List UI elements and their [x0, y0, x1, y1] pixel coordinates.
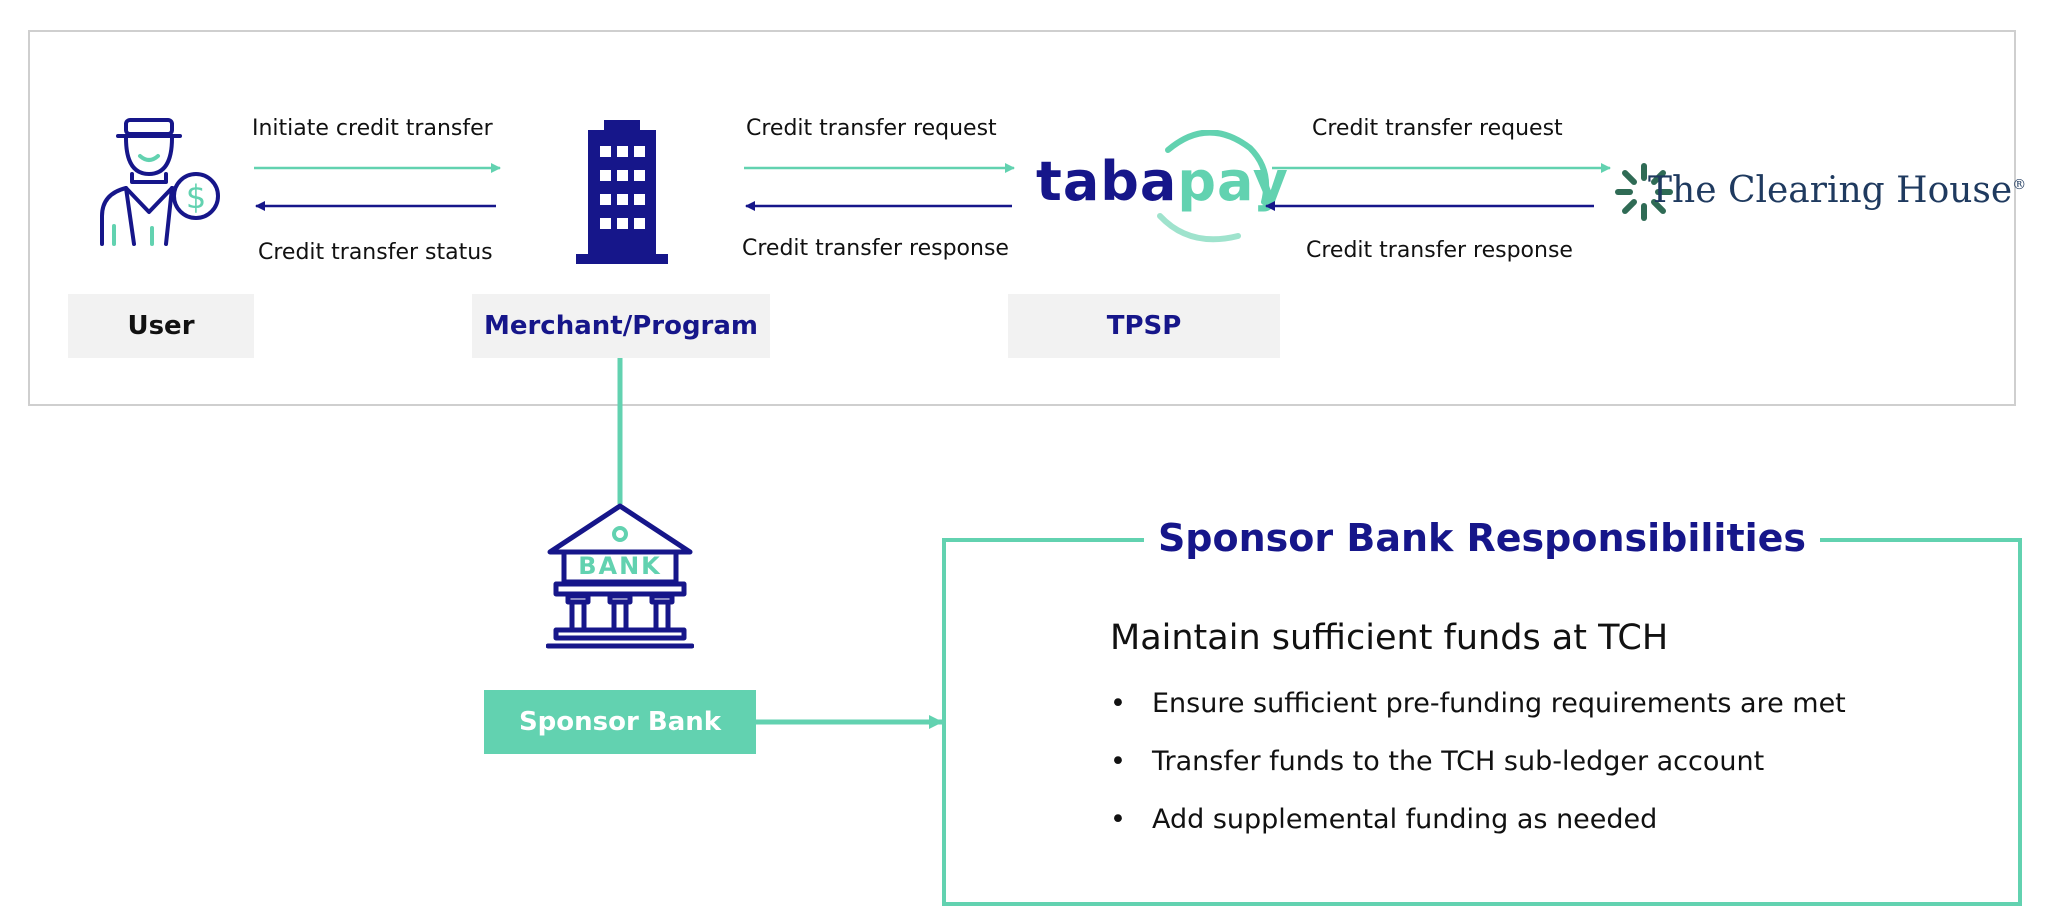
office-building-icon: [576, 120, 668, 264]
label-tch-credit-transfer-response: Credit transfer response: [1306, 238, 1573, 263]
tch-star-logo: [1615, 163, 1673, 221]
bullet: •: [1110, 688, 1126, 719]
list-item: • Ensure sufficient pre-funding requireme…: [1110, 688, 1846, 746]
list-item-text: Ensure sufficient pre-funding requiremen…: [1152, 688, 1846, 719]
label-merchant-credit-transfer-request: Credit transfer request: [746, 116, 997, 141]
tabapay-ring-icon: [1157, 130, 1270, 243]
role-tpsp: TPSP: [1008, 294, 1280, 358]
tabapay-logo-dark: taba: [1036, 150, 1178, 213]
responsibilities-heading: Maintain sufficient funds at TCH: [1110, 618, 1669, 658]
label-initiate-credit-transfer: Initiate credit transfer: [252, 116, 493, 141]
bullet: •: [1110, 804, 1126, 835]
list-item-text: Add supplemental funding as needed: [1152, 804, 1658, 835]
label-credit-transfer-status: Credit transfer status: [258, 240, 493, 265]
bank-building-icon: BANK: [546, 503, 694, 649]
list-item-text: Transfer funds to the TCH sub-ledger acc…: [1152, 746, 1765, 777]
responsibilities-title: Sponsor Bank Responsibilities: [1144, 510, 1820, 566]
user-money-icon: $: [100, 118, 220, 246]
role-user: User: [68, 294, 254, 358]
role-sponsor-bank: Sponsor Bank: [484, 690, 756, 754]
tch-logo-text: The Clearing House®: [1648, 170, 2026, 211]
role-merchant-program: Merchant/Program: [472, 294, 770, 358]
list-item: • Transfer funds to the TCH sub-ledger ac…: [1110, 746, 1846, 804]
bullet: •: [1110, 746, 1126, 777]
svg-text:$: $: [186, 178, 206, 216]
tabapay-logo: tabapay: [1036, 150, 1289, 213]
top-flow-container: [28, 30, 2016, 406]
bank-word: BANK: [578, 552, 662, 580]
responsibilities-list: • Ensure sufficient pre-funding requireme…: [1110, 688, 1846, 862]
tch-name: The Clearing House: [1648, 170, 2013, 211]
label-merchant-credit-transfer-response: Credit transfer response: [742, 236, 1009, 261]
list-item: • Add supplemental funding as needed: [1110, 804, 1846, 862]
tch-registered-mark: ®: [2012, 177, 2027, 193]
label-tch-credit-transfer-request: Credit transfer request: [1312, 116, 1563, 141]
